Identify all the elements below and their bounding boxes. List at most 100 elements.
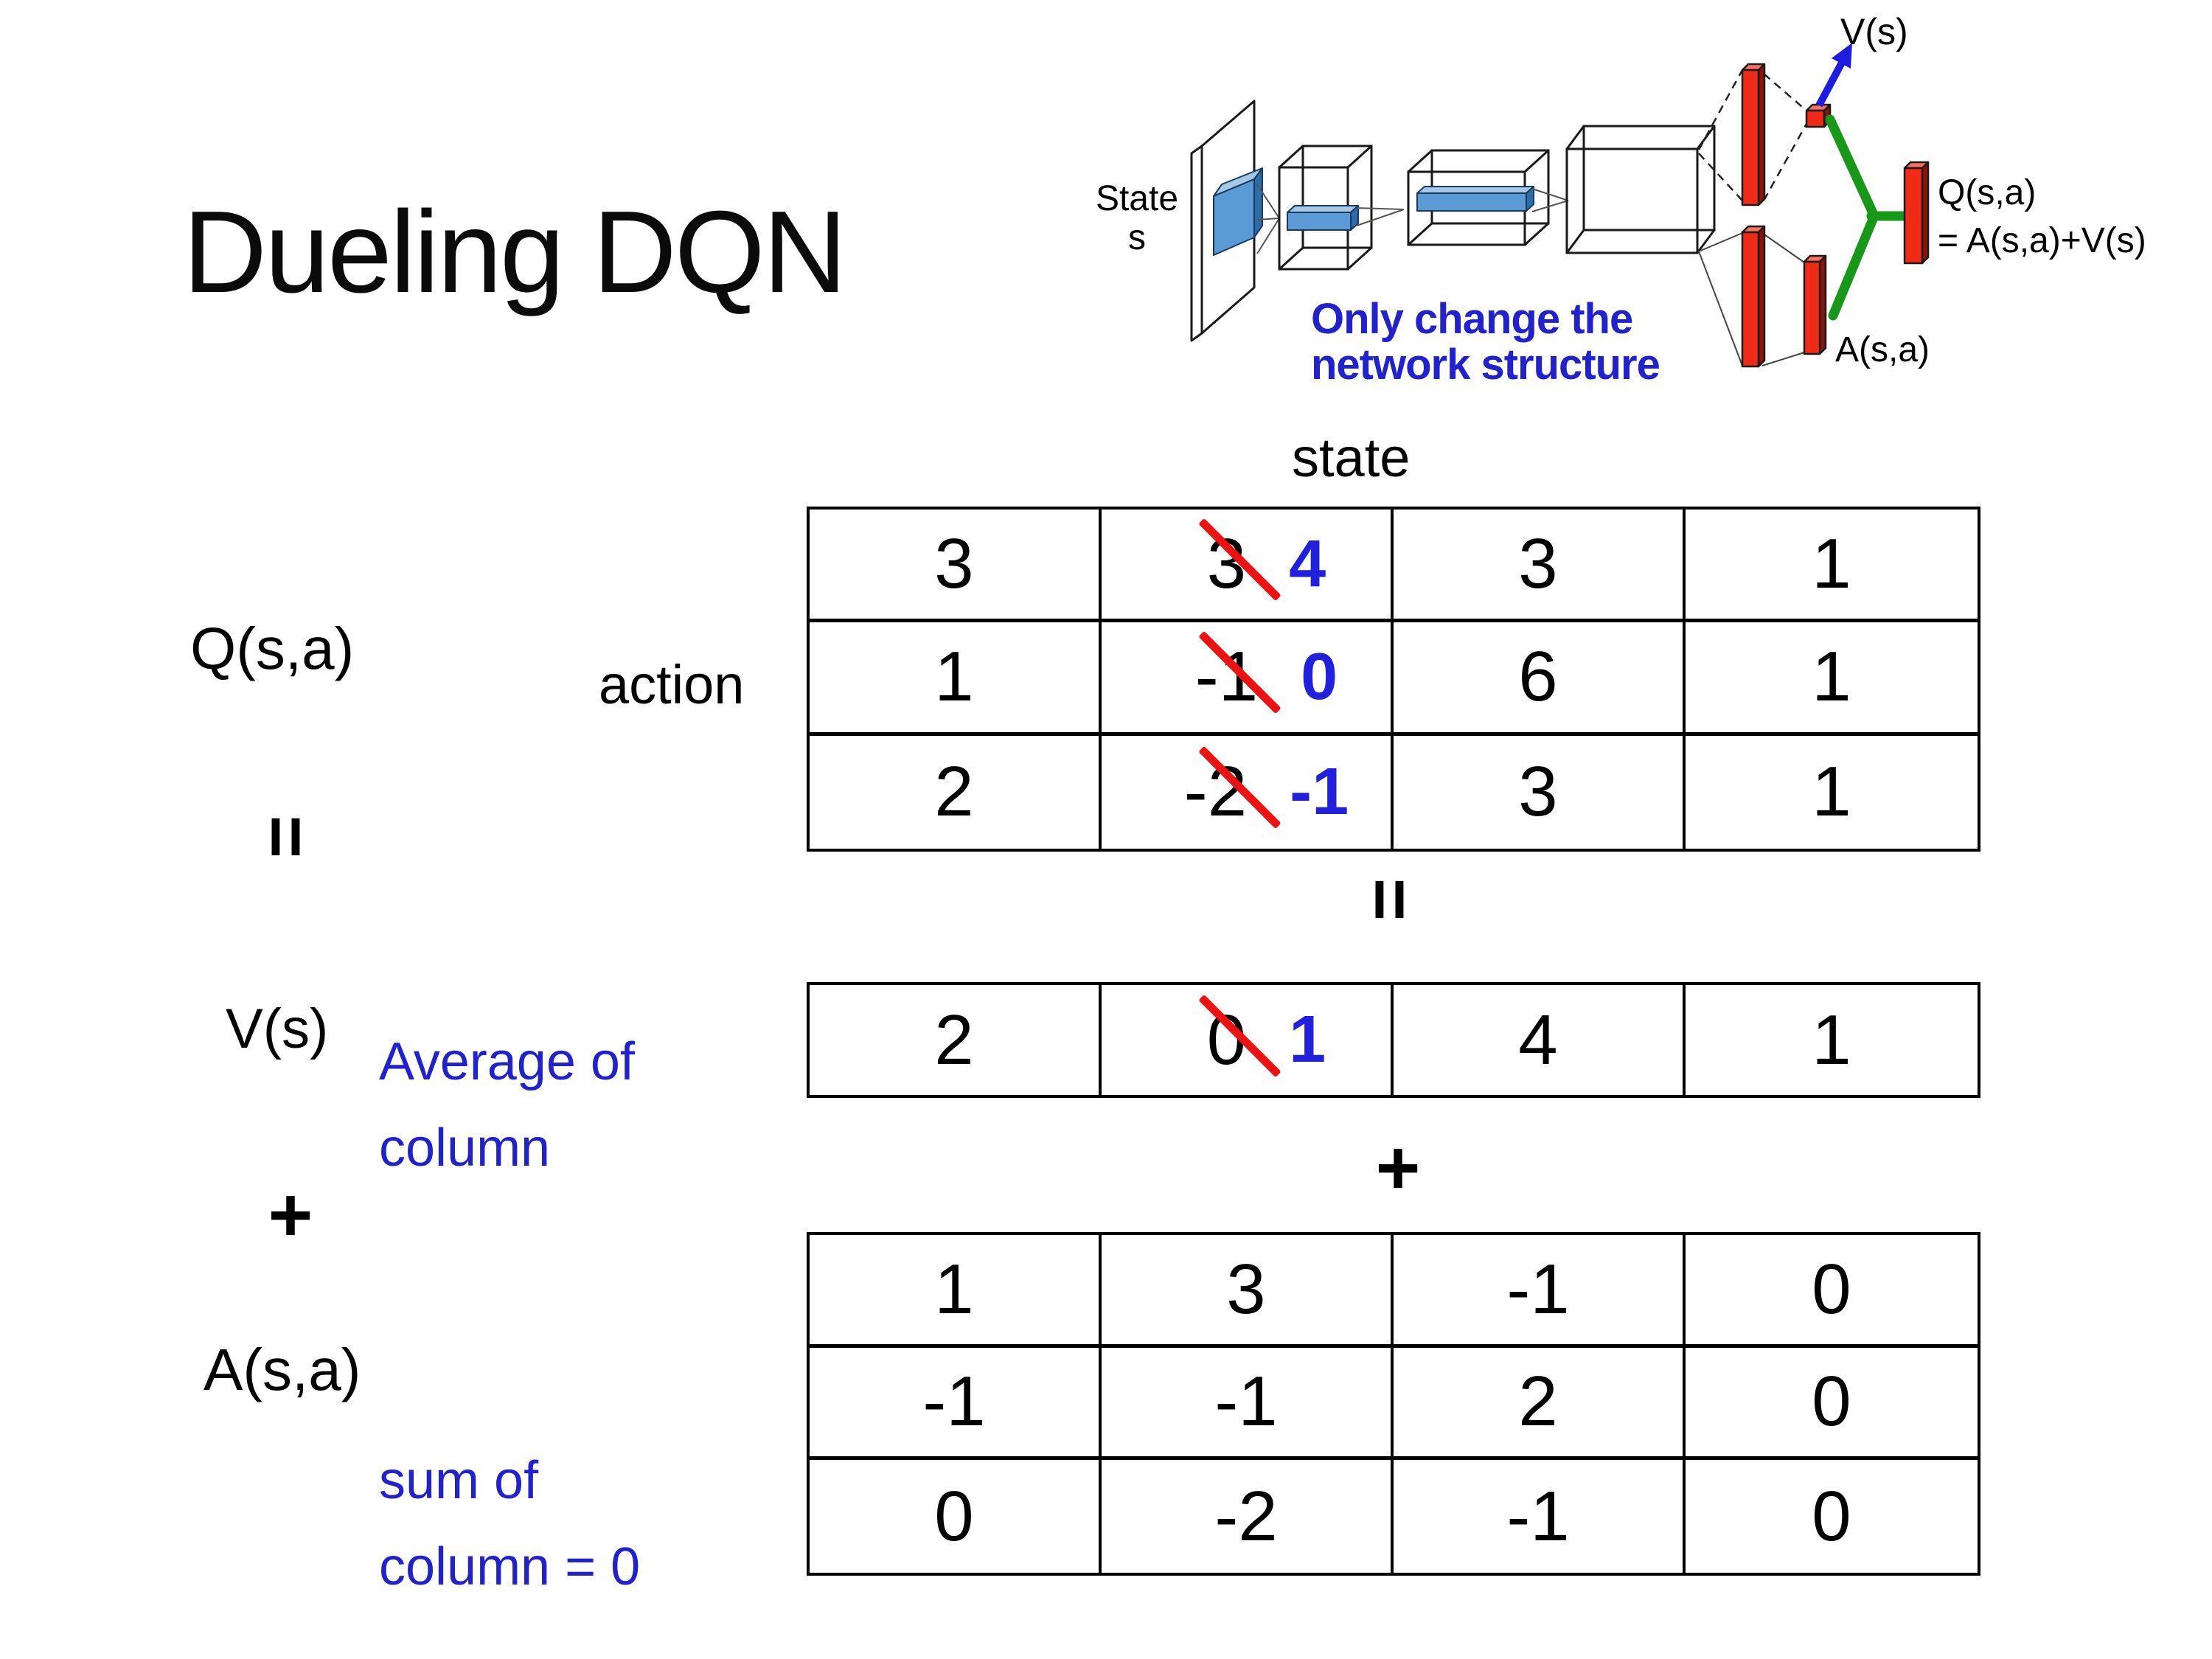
- matrix-cell: 3: [1394, 509, 1686, 623]
- matrix-cell: 1: [810, 622, 1102, 736]
- cell-value: 3: [934, 524, 974, 604]
- matrix-cell: 1: [1686, 509, 1978, 623]
- cell-value: 3: [1518, 752, 1558, 832]
- cell-value: 6: [1518, 637, 1558, 717]
- cell-value: 2: [934, 1000, 974, 1079]
- sum-of-column-note: sum of column = 0: [379, 1438, 640, 1610]
- cell-value: 0: [1812, 1362, 1851, 1441]
- diagram-note-line-2: network structure: [1311, 341, 1660, 389]
- cell-value: 0: [1812, 1249, 1851, 1329]
- diagram-state-label: State: [1096, 179, 1178, 218]
- sum-note-line-1: sum of: [379, 1451, 539, 1510]
- matrix-cell-corrected: 0 1: [1102, 985, 1394, 1095]
- feature-map-1: [1287, 205, 1359, 231]
- matrix-cell: 2: [1394, 1347, 1686, 1461]
- diagram-state-sub-label: s: [1128, 218, 1146, 257]
- average-note-line-1: Average of: [379, 1032, 635, 1091]
- new-value: 1: [1289, 1003, 1326, 1077]
- cell-value: 1: [1812, 1000, 1851, 1079]
- equation-q-label: Q(s,a): [190, 616, 355, 681]
- diagram-q-label: Q(s,a): [1938, 173, 2036, 212]
- cell-value: -1: [1506, 1249, 1570, 1329]
- matrix-cell-corrected: -1 0: [1102, 622, 1394, 736]
- v-stream-dashed-lines: [1697, 69, 1808, 201]
- v-scalar-cube: [1805, 103, 1832, 128]
- sum-note-line-2: column = 0: [379, 1537, 641, 1596]
- matrix-cell: 3: [1102, 1235, 1394, 1348]
- advantage-table: 1 3 -1 0 -1 -1 2 0 0 -2 -1 0: [807, 1232, 1980, 1576]
- matrix-cell: -2: [1102, 1460, 1394, 1573]
- new-value: -1: [1290, 754, 1349, 829]
- a-output-bar: [1803, 254, 1827, 355]
- aggregator-connector: [1825, 114, 1910, 321]
- diagram-a-label: A(s,a): [1835, 330, 1930, 369]
- matrix-cell: 1: [1686, 985, 1978, 1095]
- cell-value: 0: [1812, 1476, 1851, 1556]
- action-axis-label: action: [599, 654, 745, 715]
- diagram-q-formula: = A(s,a)+V(s): [1938, 221, 2146, 260]
- equation-plus-sign: +: [268, 1172, 313, 1258]
- cell-value: 2: [1518, 1362, 1558, 1441]
- matrix-equals-sign: =: [1349, 877, 1431, 922]
- state-axis-label: state: [1292, 427, 1411, 488]
- fan-lines-1: [1256, 184, 1280, 254]
- matrix-cell-corrected: 3 4: [1102, 509, 1394, 623]
- cell-value: -1: [1214, 1362, 1278, 1441]
- matrix-cell: 3: [810, 509, 1102, 623]
- fan-lines-3: [1531, 188, 1569, 212]
- q-output-bar: [1903, 161, 1930, 265]
- dueling-network-diagram: State s Only change the network structur…: [1096, 11, 2146, 389]
- q-value-table: 3 3 4 3 1 1 -1 0 6 1 2 -2 -1 3 1: [807, 507, 1980, 852]
- cell-value: -2: [1214, 1476, 1278, 1556]
- cell-value: 1: [934, 637, 974, 717]
- new-value: 4: [1289, 526, 1326, 601]
- cell-value: 4: [1518, 1000, 1558, 1079]
- matrix-cell: 0: [1686, 1460, 1978, 1573]
- cell-value: 1: [1812, 637, 1851, 717]
- matrix-cell: 0: [1686, 1235, 1978, 1348]
- matrix-cell: 3: [1394, 735, 1686, 849]
- matrix-plus-sign: +: [1375, 1125, 1421, 1211]
- fan-lines-2: [1356, 207, 1405, 226]
- a-stream-lines: [1698, 232, 1805, 366]
- v-hidden-bar: [1741, 63, 1766, 206]
- matrix-cell: 1: [810, 1235, 1102, 1348]
- input-patch: [1213, 167, 1263, 256]
- matrix-cell: 4: [1394, 985, 1686, 1095]
- v-value-table: 2 0 1 4 1: [807, 982, 1980, 1098]
- cell-value: -1: [1506, 1476, 1570, 1556]
- new-value: 0: [1301, 639, 1338, 714]
- matrix-cell: 1: [1686, 736, 1978, 849]
- matrix-cell: 6: [1394, 622, 1686, 736]
- v-arrow-icon: [1815, 43, 1852, 108]
- average-note-line-2: column: [379, 1119, 551, 1178]
- feature-map-2: [1416, 186, 1534, 212]
- cell-value: 1: [1812, 752, 1851, 832]
- equation-a-label: A(s,a): [204, 1337, 361, 1402]
- equation-equals-sign: =: [245, 815, 327, 859]
- matrix-cell: -1: [1394, 1235, 1686, 1348]
- cell-value: 3: [1226, 1249, 1266, 1329]
- cell-value: -1: [922, 1362, 986, 1441]
- matrix-cell: 0: [810, 1460, 1102, 1573]
- cell-value: 1: [1812, 524, 1851, 604]
- diagram-note-line-1: Only change the: [1311, 295, 1632, 343]
- cell-value: 3: [1518, 524, 1558, 604]
- diagram-v-label: V(s): [1840, 11, 1908, 52]
- fc-layer-box: [1565, 125, 1716, 254]
- matrix-cell-corrected: -2 -1: [1102, 735, 1394, 849]
- cell-value: 0: [934, 1476, 974, 1556]
- matrix-cell: 2: [810, 735, 1102, 849]
- matrix-cell: 1: [1686, 622, 1978, 736]
- matrix-cell: 0: [1686, 1348, 1978, 1461]
- cell-value: 1: [934, 1249, 974, 1329]
- page-title: Dueling DQN: [183, 187, 847, 317]
- cell-value: 2: [934, 752, 974, 832]
- a-hidden-bar: [1741, 225, 1766, 368]
- matrix-cell: -1: [810, 1347, 1102, 1461]
- average-of-column-note: Average of column: [379, 1019, 635, 1192]
- equation-v-label: V(s): [226, 998, 329, 1060]
- matrix-cell: -1: [1394, 1460, 1686, 1573]
- matrix-cell: -1: [1102, 1347, 1394, 1461]
